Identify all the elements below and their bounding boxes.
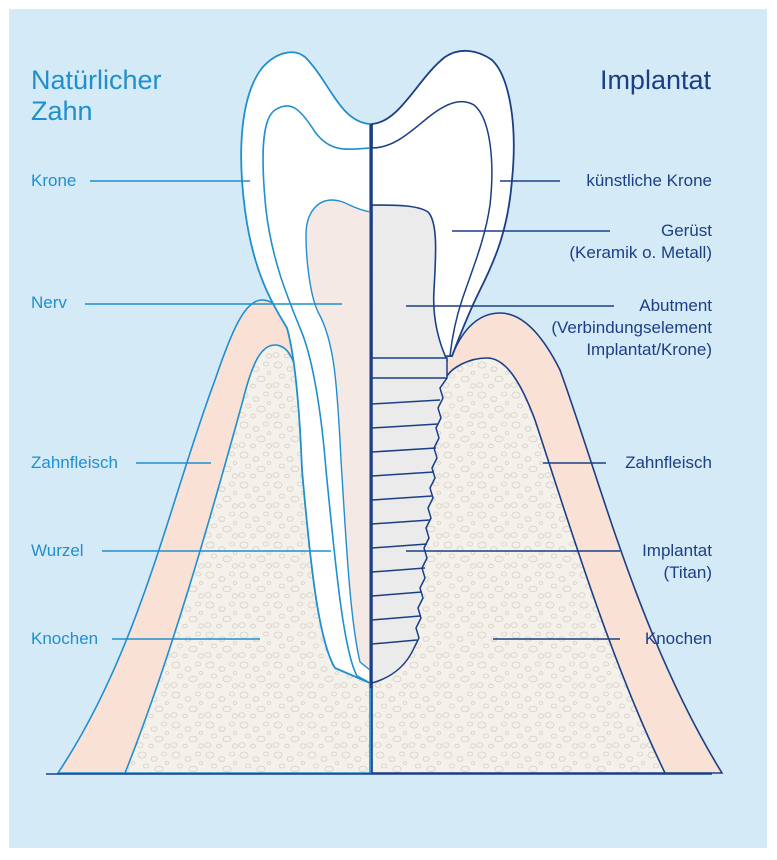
label-kuenstliche-krone: künstliche Krone xyxy=(586,170,712,192)
natural-tooth xyxy=(58,52,370,773)
label-geruest: Gerüst (Keramik o. Metall) xyxy=(569,220,712,264)
label-knochen-left: Knochen xyxy=(31,628,98,650)
natural-tooth-title-line1: Natürlicher xyxy=(31,65,162,96)
implant-title: Implantat xyxy=(600,65,711,96)
label-implantat: Implantat (Titan) xyxy=(642,540,712,584)
label-wurzel: Wurzel xyxy=(31,540,84,562)
label-abutment-line1: Abutment xyxy=(551,295,712,317)
natural-tooth-title: Natürlicher Zahn xyxy=(31,65,162,127)
implant-title-text: Implantat xyxy=(600,65,711,96)
label-zahnfleisch-left: Zahnfleisch xyxy=(31,452,118,474)
label-implantat-line2: (Titan) xyxy=(642,562,712,584)
label-krone: Krone xyxy=(31,170,76,192)
label-geruest-line2: (Keramik o. Metall) xyxy=(569,242,712,264)
label-abutment: Abutment (Verbindungselement Implantat/K… xyxy=(551,295,712,361)
label-zahnfleisch-right: Zahnfleisch xyxy=(625,452,712,474)
label-nerv: Nerv xyxy=(31,292,67,314)
label-implantat-line1: Implantat xyxy=(642,540,712,562)
label-knochen-right: Knochen xyxy=(645,628,712,650)
label-abutment-line2: (Verbindungselement xyxy=(551,317,712,339)
label-abutment-line3: Implantat/Krone) xyxy=(551,339,712,361)
implant xyxy=(372,51,722,773)
label-geruest-line1: Gerüst xyxy=(569,220,712,242)
natural-tooth-title-line2: Zahn xyxy=(31,96,162,127)
